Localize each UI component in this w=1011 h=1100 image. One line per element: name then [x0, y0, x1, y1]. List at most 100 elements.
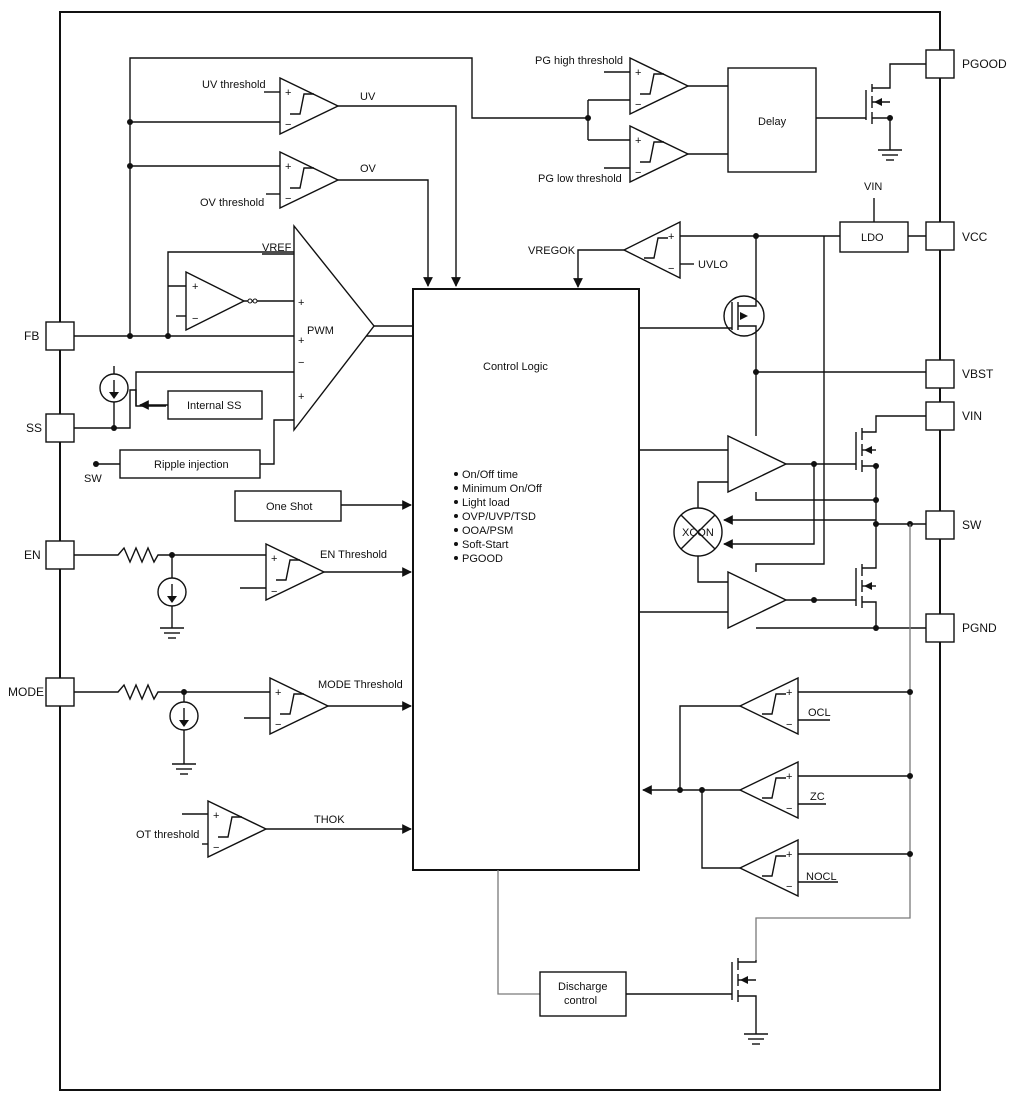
svg-text:+: + — [786, 849, 792, 861]
svg-text:LDO: LDO — [861, 232, 884, 244]
function-item: On/Off time — [454, 469, 518, 481]
discharge-control-block: Discharge control — [497, 870, 732, 1017]
mode-comparator: + − MODE Threshold — [244, 676, 412, 736]
svg-text:OOA/PSM: OOA/PSM — [462, 525, 513, 537]
svg-text:PGND: PGND — [962, 621, 997, 635]
svg-text:EN: EN — [24, 548, 41, 562]
svg-text:+: + — [635, 135, 641, 147]
svg-text:+: + — [192, 281, 198, 293]
nocl-comparator: + − NOCL — [738, 838, 838, 898]
function-item: OVP/UVP/TSD — [454, 511, 536, 523]
function-item: OOA/PSM — [454, 525, 513, 537]
svg-text:−: − — [285, 119, 291, 131]
ov-comparator: + − OV threshold OV — [200, 150, 433, 287]
sw-node — [873, 521, 926, 527]
svg-text:control: control — [564, 995, 597, 1007]
pin-pgnd: PGND — [925, 613, 997, 643]
one-shot-block: One Shot — [234, 490, 412, 522]
svg-text:−: − — [271, 586, 277, 598]
delay-block: Delay — [688, 67, 817, 173]
svg-text:−: − — [275, 719, 281, 731]
svg-text:VREF: VREF — [262, 242, 292, 254]
svg-text:MODE Threshold: MODE Threshold — [318, 679, 403, 691]
pin-ss: SS — [26, 413, 75, 443]
svg-text:FB: FB — [24, 329, 39, 343]
low-side-mosfet — [855, 524, 926, 631]
function-item: PGOOD — [454, 553, 503, 565]
svg-text:Delay: Delay — [758, 116, 787, 128]
function-item: Light load — [454, 497, 510, 509]
error-amplifier: + − — [167, 251, 294, 336]
pg-high-comparator: + − PG high threshold — [535, 55, 690, 116]
control-logic-block: Control Logic — [412, 288, 640, 871]
high-side-driver — [639, 372, 876, 501]
svg-text:PG low threshold: PG low threshold — [538, 173, 622, 185]
svg-text:Soft-Start: Soft-Start — [462, 539, 508, 551]
svg-text:OCL: OCL — [808, 707, 831, 719]
svg-text:Discharge: Discharge — [558, 981, 608, 993]
svg-text:−: − — [668, 263, 674, 275]
high-side-mosfet — [855, 415, 926, 524]
svg-text:Ripple injection: Ripple injection — [154, 459, 229, 471]
ripple-injection-block: Ripple injection SW — [84, 419, 294, 485]
svg-text:VCC: VCC — [962, 230, 988, 244]
discharge-mosfet — [731, 958, 768, 1045]
en-comparator: + − EN Threshold — [240, 542, 412, 602]
svg-text:Light load: Light load — [462, 497, 510, 509]
svg-text:OV: OV — [360, 163, 377, 175]
svg-text:+: + — [635, 67, 641, 79]
svg-text:VIN: VIN — [962, 409, 982, 423]
svg-text:PWM: PWM — [307, 325, 334, 337]
pwm-comparator: + + − + PWM VREF — [262, 224, 413, 433]
svg-text:VREGOK: VREGOK — [528, 245, 576, 257]
ldo-block: LDO VIN — [839, 181, 926, 253]
svg-text:−: − — [285, 193, 291, 205]
sense-wiring — [642, 524, 913, 960]
svg-text:+: + — [213, 810, 219, 822]
zc-comparator: + − ZC — [738, 760, 826, 820]
svg-text:+: + — [275, 687, 281, 699]
svg-text:−: − — [213, 842, 219, 854]
svg-text:−: − — [786, 803, 792, 815]
svg-text:PG high threshold: PG high threshold — [535, 55, 623, 67]
low-side-driver — [639, 236, 876, 630]
svg-text:−: − — [786, 881, 792, 893]
svg-text:THOK: THOK — [314, 814, 345, 826]
bootstrap-switch — [639, 236, 926, 375]
uv-comparator: + − UV threshold UV — [202, 76, 461, 287]
svg-text:Control Logic: Control Logic — [483, 361, 548, 373]
pin-vcc: VCC — [925, 221, 988, 251]
svg-text:Internal SS: Internal SS — [187, 400, 241, 412]
svg-text:+: + — [298, 335, 304, 347]
pin-vbst: VBST — [925, 359, 994, 389]
svg-text:VBST: VBST — [962, 367, 994, 381]
svg-text:+: + — [668, 231, 674, 243]
mode-circuit — [74, 683, 270, 775]
en-circuit — [74, 546, 240, 639]
svg-text:OT threshold: OT threshold — [136, 829, 199, 841]
function-item: Soft-Start — [454, 539, 508, 551]
svg-text:One Shot: One Shot — [266, 501, 312, 513]
svg-text:SS: SS — [26, 421, 42, 435]
svg-text:ZC: ZC — [810, 791, 825, 803]
pin-en: EN — [24, 540, 75, 570]
svg-text:UVLO: UVLO — [698, 259, 728, 271]
ss-network — [74, 366, 294, 431]
ot-comparator: + − OT threshold THOK — [136, 799, 412, 859]
svg-text:+: + — [285, 161, 291, 173]
svg-text:PGOOD: PGOOD — [962, 57, 1007, 71]
svg-text:UV: UV — [360, 91, 376, 103]
svg-text:EN Threshold: EN Threshold — [320, 549, 387, 561]
svg-text:−: − — [786, 719, 792, 731]
svg-text:OVP/UVP/TSD: OVP/UVP/TSD — [462, 511, 536, 523]
pg-low-comparator: + − PG low threshold — [538, 100, 690, 185]
control-logic-function-list: On/Off time Minimum On/Off Light load OV… — [454, 469, 543, 565]
svg-text:SW: SW — [962, 518, 982, 532]
svg-text:−: − — [192, 313, 198, 325]
pgood-mosfet — [816, 63, 926, 161]
svg-text:+: + — [786, 687, 792, 699]
svg-text:−: − — [635, 167, 641, 179]
svg-text:−: − — [635, 99, 641, 111]
function-item: Minimum On/Off — [454, 483, 543, 495]
svg-text:MODE: MODE — [8, 685, 44, 699]
